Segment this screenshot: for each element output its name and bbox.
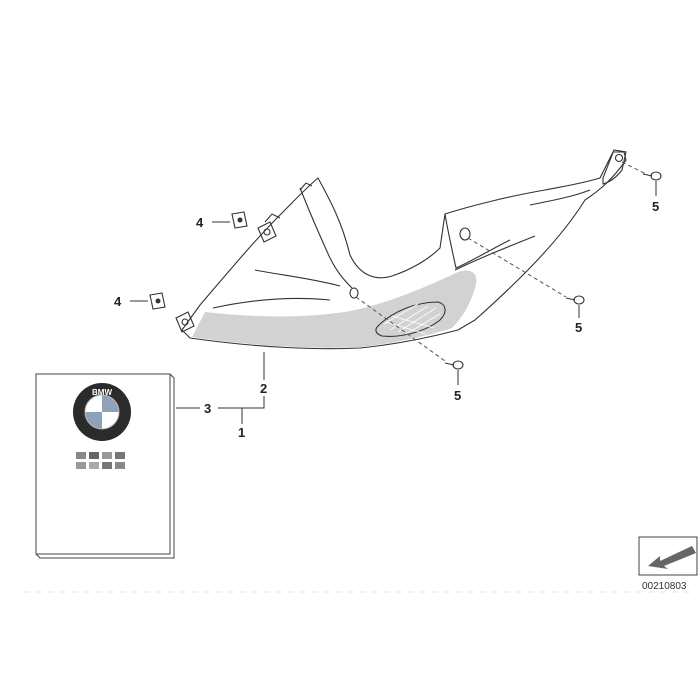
language-flags-icon bbox=[76, 452, 125, 469]
callout-5-bottom: 5 bbox=[454, 388, 461, 403]
callout-4-lower: 4 bbox=[114, 294, 122, 309]
callout-1: 1 bbox=[238, 425, 245, 440]
screw-bottom bbox=[444, 360, 464, 370]
assembly-line-middle bbox=[467, 237, 567, 298]
bmw-logo-lettering: BMW bbox=[92, 388, 112, 397]
screw-top bbox=[642, 171, 662, 181]
screw-middle bbox=[565, 295, 585, 305]
assembly-line-top bbox=[621, 161, 647, 175]
callout-5-middle: 5 bbox=[575, 320, 582, 335]
arrow-icon bbox=[648, 546, 696, 569]
callout-4-upper: 4 bbox=[196, 215, 204, 230]
instruction-booklet: BMW bbox=[35, 373, 175, 559]
clip-nut-upper bbox=[231, 211, 248, 229]
leader-bracket-1-2-3 bbox=[176, 396, 265, 424]
reference-number: 00210803 bbox=[642, 581, 687, 592]
callout-2: 2 bbox=[260, 381, 267, 396]
clip-nut-lower bbox=[149, 292, 166, 310]
callout-3: 3 bbox=[204, 401, 211, 416]
callout-5-top: 5 bbox=[652, 199, 659, 214]
bmw-logo-icon: BMW bbox=[73, 383, 131, 441]
reference-icon-box bbox=[638, 536, 698, 576]
fairing-panel bbox=[175, 149, 627, 350]
assembly-line-bottom bbox=[355, 296, 446, 362]
